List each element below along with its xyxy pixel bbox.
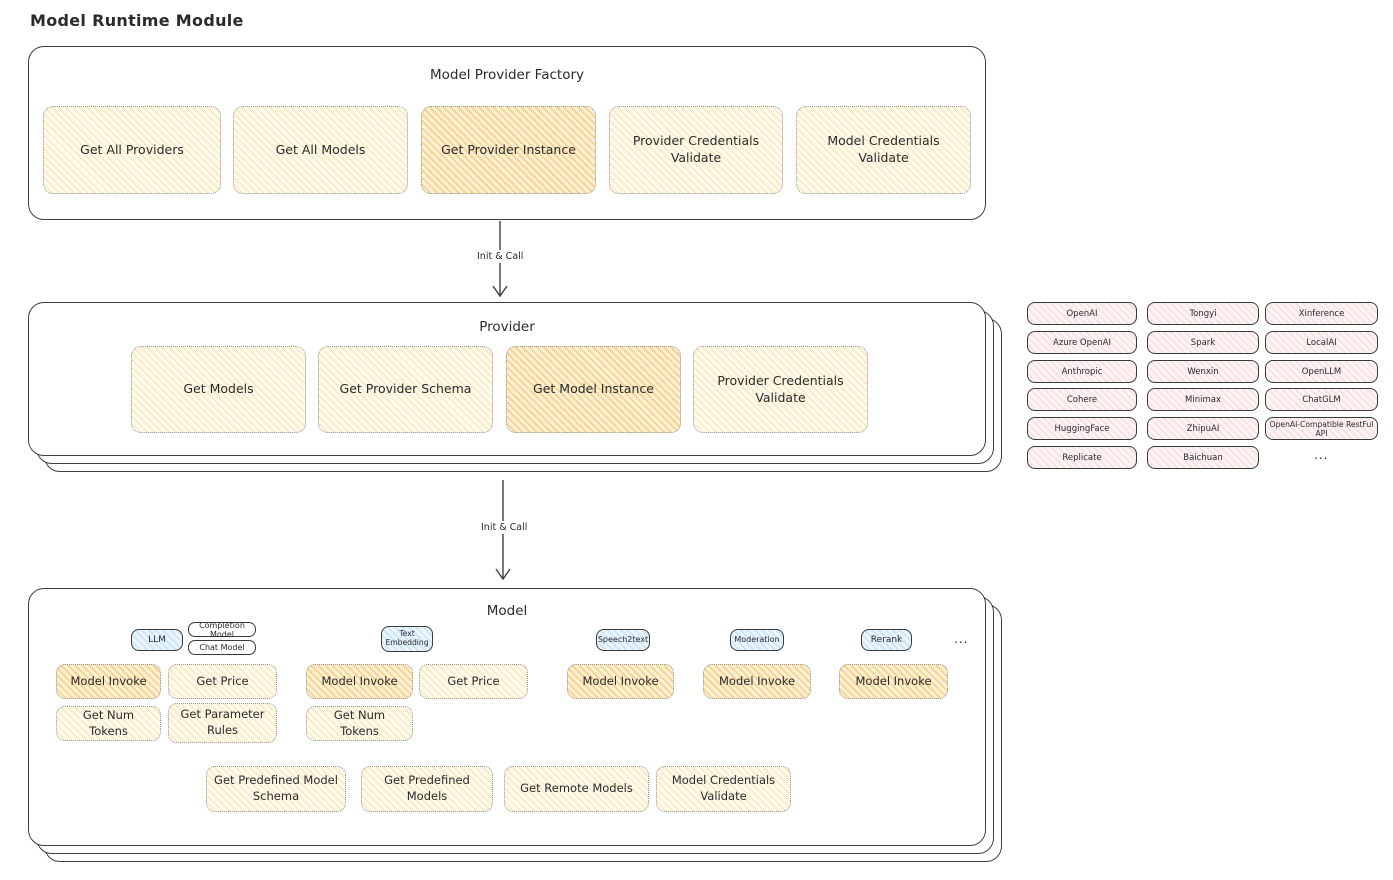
get-models-node: Get Models <box>131 346 306 433</box>
get-remote-models-node: Get Remote Models <box>504 766 649 812</box>
text-embedding-tag: Text Embedding <box>381 626 433 652</box>
get-all-providers-node: Get All Providers <box>43 106 221 194</box>
page-title: Model Runtime Module <box>30 11 244 30</box>
provider-box-title: Provider <box>479 319 535 335</box>
get-predefined-models-node: Get Predefined Models <box>361 766 493 812</box>
provider-chip: ZhipuAI <box>1147 417 1259 440</box>
model-box: Model LLM Completion Model Chat Model Te… <box>28 588 986 846</box>
provider-chip: OpenAI-Compatible RestFul API <box>1265 417 1378 440</box>
provider-box: Provider Get Models Get Provider Schema … <box>28 302 986 456</box>
llm-get-num-tokens-node: Get Num Tokens <box>56 706 161 741</box>
llm-tag: LLM <box>131 629 183 651</box>
provider-chip: Azure OpenAI <box>1027 331 1137 354</box>
speech2text-model-invoke-node: Model Invoke <box>567 664 674 699</box>
model-credentials-validate-node: Model Credentials Validate <box>796 106 971 194</box>
provider-credentials-validate-node: Provider Credentials Validate <box>609 106 783 194</box>
provider-chip: Wenxin <box>1147 360 1259 383</box>
get-provider-instance-node: Get Provider Instance <box>421 106 596 194</box>
moderation-model-invoke-node: Model Invoke <box>703 664 811 699</box>
embedding-model-invoke-node: Model Invoke <box>306 664 413 699</box>
provider-chip: Tongyi <box>1147 302 1259 325</box>
provider-credentials-validate-node-2: Provider Credentials Validate <box>693 346 868 433</box>
factory-box-title: Model Provider Factory <box>429 67 584 83</box>
provider-chip: Baichuan <box>1147 446 1259 469</box>
rerank-model-invoke-node: Model Invoke <box>839 664 948 699</box>
completion-model-tag: Completion Model <box>188 621 256 639</box>
factory-box: Model Provider Factory Get All Providers… <box>28 46 986 220</box>
speech2text-tag: Speech2text <box>596 629 650 651</box>
rerank-tag: Rerank <box>861 629 912 651</box>
provider-list-ellipsis: ... <box>1314 448 1329 462</box>
provider-chip: Replicate <box>1027 446 1137 469</box>
provider-chip: OpenLLM <box>1265 360 1378 383</box>
init-call-label-1: Init & Call <box>473 250 528 263</box>
get-all-models-node: Get All Models <box>233 106 408 194</box>
moderation-tag: Moderation <box>730 629 784 651</box>
get-model-instance-node: Get Model Instance <box>506 346 681 433</box>
get-provider-schema-node: Get Provider Schema <box>318 346 493 433</box>
model-tags-ellipsis: ... <box>954 632 969 646</box>
provider-chip: Spark <box>1147 331 1259 354</box>
model-credentials-validate-node-2: Model Credentials Validate <box>656 766 791 812</box>
chat-model-tag: Chat Model <box>188 640 256 655</box>
llm-get-parameter-rules-node: Get Parameter Rules <box>168 703 277 743</box>
provider-chip: HuggingFace <box>1027 417 1137 440</box>
init-call-label-2: Init & Call <box>477 521 532 534</box>
model-box-title: Model <box>486 603 528 619</box>
provider-chip: Cohere <box>1027 388 1137 411</box>
provider-chip: ChatGLM <box>1265 388 1378 411</box>
embedding-get-num-tokens-node: Get Num Tokens <box>306 706 413 741</box>
provider-chip: Minimax <box>1147 388 1259 411</box>
provider-chip: OpenAI <box>1027 302 1137 325</box>
provider-chip: Anthropic <box>1027 360 1137 383</box>
provider-chip: Xinference <box>1265 302 1378 325</box>
embedding-get-price-node: Get Price <box>419 664 528 699</box>
get-predefined-model-schema-node: Get Predefined Model Schema <box>206 766 346 812</box>
provider-chip: LocalAI <box>1265 331 1378 354</box>
llm-model-invoke-node: Model Invoke <box>56 664 161 699</box>
llm-get-price-node: Get Price <box>168 664 277 699</box>
